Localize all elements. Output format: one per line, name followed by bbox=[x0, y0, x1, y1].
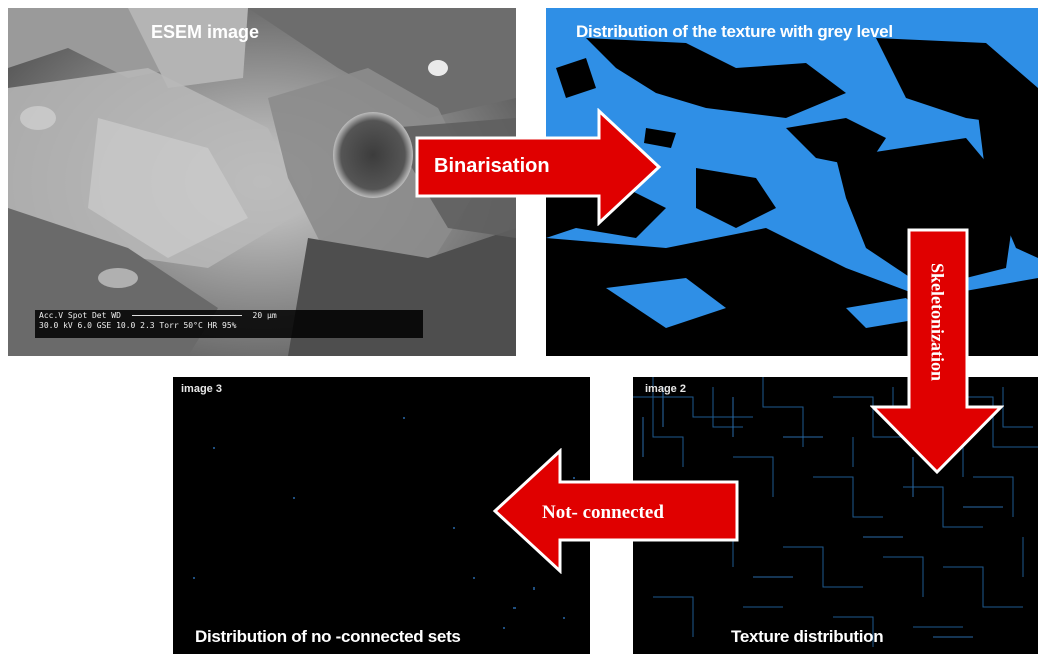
scale-bar-label: 20 µm bbox=[252, 311, 277, 320]
scale-bar bbox=[131, 315, 242, 316]
esem-image-title: ESEM image bbox=[151, 22, 260, 42]
binary-texture-image bbox=[546, 38, 1038, 356]
image2-label: image 2 bbox=[645, 383, 686, 395]
not-connected-arrow: Not- connected bbox=[492, 448, 740, 574]
image3-label: image 3 bbox=[181, 383, 222, 395]
binarisation-arrow: Binarisation bbox=[414, 108, 662, 226]
microscope-data-bar: Acc.V Spot Det WD 20 µm 30.0 kV 6.0 GSE … bbox=[35, 310, 423, 338]
image3-caption: Distribution of no -connected sets bbox=[195, 627, 461, 646]
non-connected-sets-image bbox=[193, 417, 575, 629]
image2-caption: Texture distribution bbox=[731, 627, 884, 646]
binary-texture-panel: Distribution of the texture with grey le… bbox=[546, 8, 1038, 356]
data-bar-line2: 30.0 kV 6.0 GSE 10.0 2.3 Torr 50°C HR 95… bbox=[39, 321, 237, 330]
binarisation-label: Binarisation bbox=[434, 155, 550, 177]
skeletonization-arrow: Skeletonization bbox=[870, 227, 1004, 475]
not-connected-label: Not- connected bbox=[542, 502, 664, 523]
data-bar-line1: Acc.V Spot Det WD bbox=[39, 311, 121, 320]
skeletonization-label: Skeletonization bbox=[927, 262, 948, 382]
binary-texture-title: Distribution of the texture with grey le… bbox=[576, 22, 893, 41]
